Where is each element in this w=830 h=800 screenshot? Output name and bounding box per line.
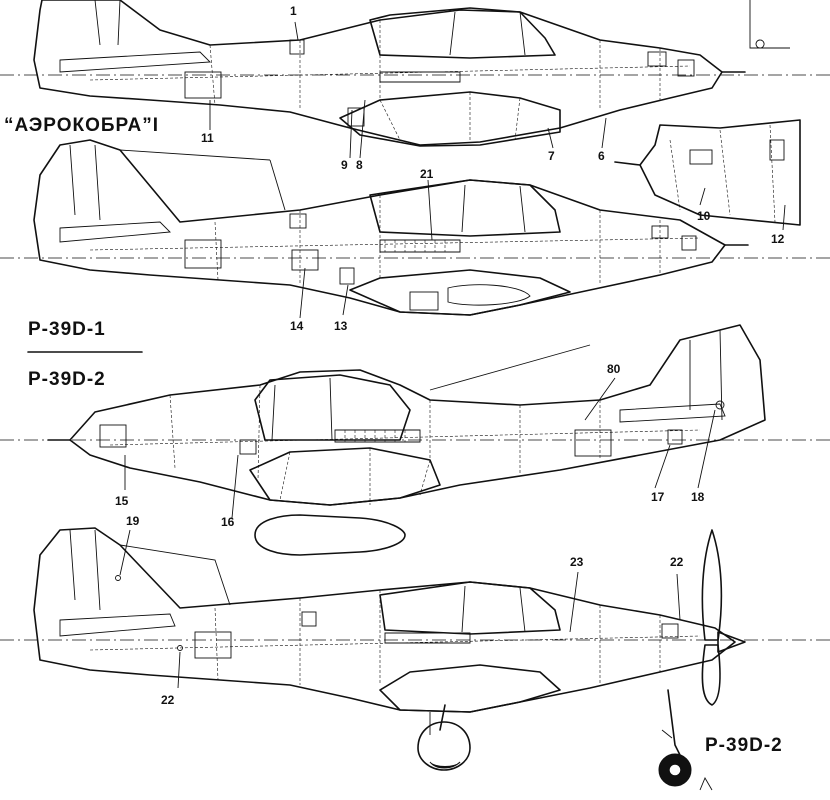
callout-21: 21 [420,167,434,181]
callout-19: 19 [126,514,140,528]
title-p39d2-b: P-39D-2 [705,735,783,756]
callout-14: 14 [290,319,304,333]
profile-aircobra-i [0,0,830,159]
title-p39d1: P-39D-1 [28,319,106,340]
callout-10: 10 [697,209,711,223]
callout-22-right: 22 [670,555,684,569]
callout-22-left: 22 [161,693,175,707]
profile-p39d1 [0,119,830,319]
callout-7: 7 [548,149,555,163]
callout-13: 13 [334,319,348,333]
callout-23: 23 [570,555,584,569]
title-p39d2-a: P-39D-2 [28,369,106,390]
profile-p39d2-gear [0,527,830,791]
callout-17: 17 [651,490,665,504]
callout-15: 15 [115,494,129,508]
callout-11: 11 [201,131,214,145]
callout-9: 9 [341,158,348,172]
title-aircobra: “АЭРОКОБРА”I [4,115,160,136]
callout-1: 1 [290,4,297,18]
callout-16: 16 [221,515,235,529]
callout-80: 80 [607,362,621,376]
callout-8: 8 [356,158,363,172]
profile-p39d2-left [0,324,830,556]
callout-18: 18 [691,490,705,504]
callout-6: 6 [598,149,605,163]
callout-12: 12 [771,232,785,246]
